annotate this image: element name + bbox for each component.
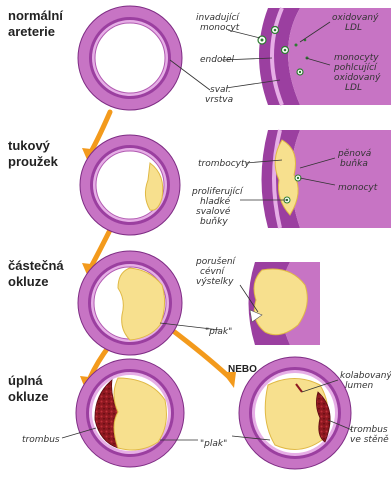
label-poruseni-3: výstelky bbox=[196, 277, 234, 287]
stage-1-title-line2: areterie bbox=[8, 24, 55, 39]
label-invadujici-1: invadující bbox=[196, 13, 240, 23]
full-occlusion-cross-section bbox=[76, 359, 184, 467]
label-sval-2: vrstva bbox=[205, 95, 233, 105]
label-monocyty-3: oxidovaný bbox=[334, 73, 381, 83]
stage-4-title-line2: okluze bbox=[8, 389, 48, 404]
label-prolif-2: hladké bbox=[200, 196, 231, 207]
stage-1-title-line1: normální bbox=[8, 8, 63, 23]
label-invadujici-2: monocyt bbox=[200, 23, 240, 33]
label-prolif-1: proliferující bbox=[191, 187, 244, 197]
label-prolif-4: buňky bbox=[200, 217, 228, 227]
label-sval-1: sval. bbox=[210, 85, 231, 95]
label-poruseni-1: porušení bbox=[195, 256, 237, 267]
label-oxidovany-1: oxidovaný bbox=[332, 13, 379, 23]
label-trombus-stene-2: ve stěně bbox=[350, 434, 389, 445]
label-trombocyty: trombocyty bbox=[198, 159, 251, 169]
stage-2-title-line1: tukový bbox=[8, 138, 51, 153]
label-monocyty-2: pohlcující bbox=[333, 63, 378, 73]
label-trombus: trombus bbox=[22, 435, 60, 445]
partial-occlusion-zoom bbox=[249, 262, 321, 345]
normal-artery-cross-section bbox=[78, 6, 182, 110]
fatty-streak-cross-section bbox=[80, 135, 180, 235]
label-kolab-2: lumen bbox=[345, 381, 374, 391]
label-penova-2: buňka bbox=[340, 159, 368, 169]
label-endotel: endotel bbox=[200, 55, 235, 65]
label-monocyty-1: monocyty bbox=[334, 53, 379, 63]
label-prolif-3: svalové bbox=[196, 206, 231, 217]
fatty-streak-zoom bbox=[262, 130, 391, 228]
stage-3-title-line2: okluze bbox=[8, 274, 48, 289]
stage-4-title-line1: úplná bbox=[8, 373, 43, 388]
label-poruseni-2: cévní bbox=[200, 266, 226, 277]
label-plak-partial: "plak" bbox=[205, 327, 232, 337]
label-oxidovany-2: LDL bbox=[345, 23, 362, 33]
label-monocyt: monocyt bbox=[338, 183, 378, 193]
label-monocyty-4: LDL bbox=[345, 83, 362, 93]
label-trombus-stene-1: trombus bbox=[350, 425, 388, 435]
stage-3-title-line1: částečná bbox=[8, 258, 64, 273]
stage-2-title-line2: proužek bbox=[8, 154, 59, 169]
label-penova-1: pěnová bbox=[337, 148, 372, 159]
partial-occlusion-cross-section bbox=[78, 251, 182, 355]
label-kolab-1: kolabovaný bbox=[340, 371, 391, 381]
label-plak-full: "plak" bbox=[200, 439, 227, 449]
label-nebo: NEBO bbox=[228, 364, 257, 375]
